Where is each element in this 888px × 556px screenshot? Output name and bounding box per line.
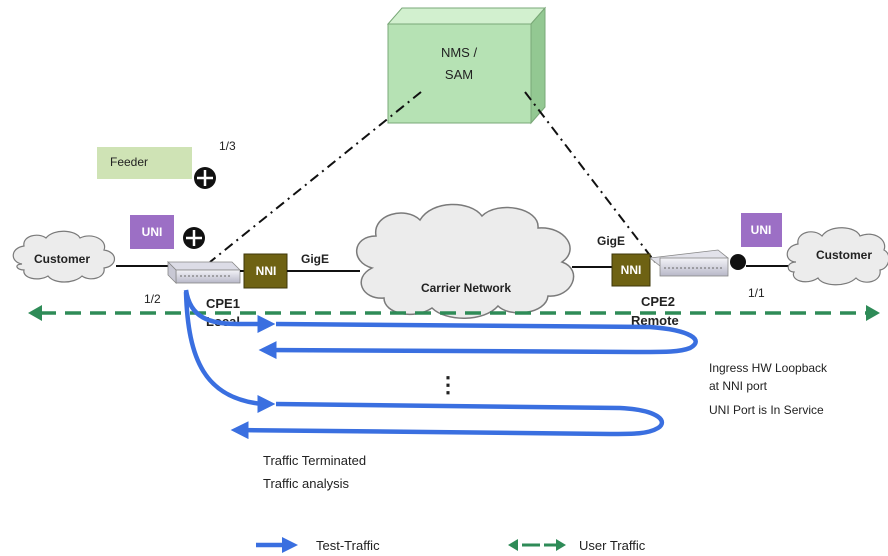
user-traffic-arrow xyxy=(28,305,880,321)
customer-left-label: Customer xyxy=(34,252,90,266)
cpe1-port-label: 1/2 xyxy=(144,292,161,306)
test-traffic-loop1 xyxy=(258,321,698,360)
nni-box-local: NNI xyxy=(243,253,288,289)
legend: Test-Traffic User Traffic xyxy=(256,537,646,553)
loopback-note-line1: Ingress HW Loopback xyxy=(709,361,828,375)
cpe1-device xyxy=(167,261,241,284)
gige-label-local: GigE xyxy=(301,252,329,266)
uni-label-local: UNI xyxy=(142,225,163,239)
legend-test-traffic-label: Test-Traffic xyxy=(316,538,380,553)
nni-label-remote: NNI xyxy=(621,263,642,277)
uni-box-remote: UNI xyxy=(741,213,782,247)
circled-plus-icon xyxy=(194,167,216,189)
uni-box-local: UNI xyxy=(130,215,174,249)
nms-label-line2: SAM xyxy=(445,67,473,82)
feeder-port-label: 1/3 xyxy=(219,139,236,153)
loopback-note-line2: at NNI port xyxy=(709,379,768,393)
cpe2-label: CPE2 xyxy=(641,294,675,309)
cpe2-sublabel: Remote xyxy=(631,313,679,328)
customer-cloud-left: Customer xyxy=(12,230,116,283)
uni-label-remote: UNI xyxy=(751,223,772,237)
nni-box-remote: NNI xyxy=(611,253,651,287)
nni-label-local: NNI xyxy=(256,264,277,278)
traffic-analysis-note: Traffic analysis xyxy=(263,476,349,491)
traffic-terminated-note: Traffic Terminated xyxy=(263,453,366,468)
legend-test-traffic-swatch xyxy=(256,537,298,553)
circled-plus-icon xyxy=(183,227,205,249)
remote-uni-port-dot xyxy=(730,254,746,270)
gige-label-remote: GigE xyxy=(597,234,625,248)
uni-status-note: UNI Port is In Service xyxy=(709,403,824,417)
test-traffic-loop2 xyxy=(230,401,665,440)
cpe2-port-label: 1/1 xyxy=(748,286,765,300)
nms-label-line1: NMS / xyxy=(441,45,478,60)
carrier-network-label: Carrier Network xyxy=(421,281,511,295)
feeder-box: Feeder xyxy=(97,147,192,179)
mgmt-link-remote xyxy=(524,91,656,263)
cpe2-device xyxy=(649,249,729,277)
nms-sam-box: NMS / SAM xyxy=(386,6,547,125)
legend-user-traffic-label: User Traffic xyxy=(579,538,646,553)
customer-right-label: Customer xyxy=(816,248,872,262)
mgmt-link-local xyxy=(209,91,422,263)
feeder-label: Feeder xyxy=(110,155,148,169)
legend-user-traffic-swatch xyxy=(508,539,566,551)
test-traffic-loop2-start xyxy=(183,291,276,413)
carrier-network-cloud: Carrier Network xyxy=(355,203,575,319)
customer-cloud-right: Customer xyxy=(786,227,888,286)
cpe1-label: CPE1 xyxy=(206,296,240,311)
loop-ellipsis: ⋮ xyxy=(437,372,459,397)
